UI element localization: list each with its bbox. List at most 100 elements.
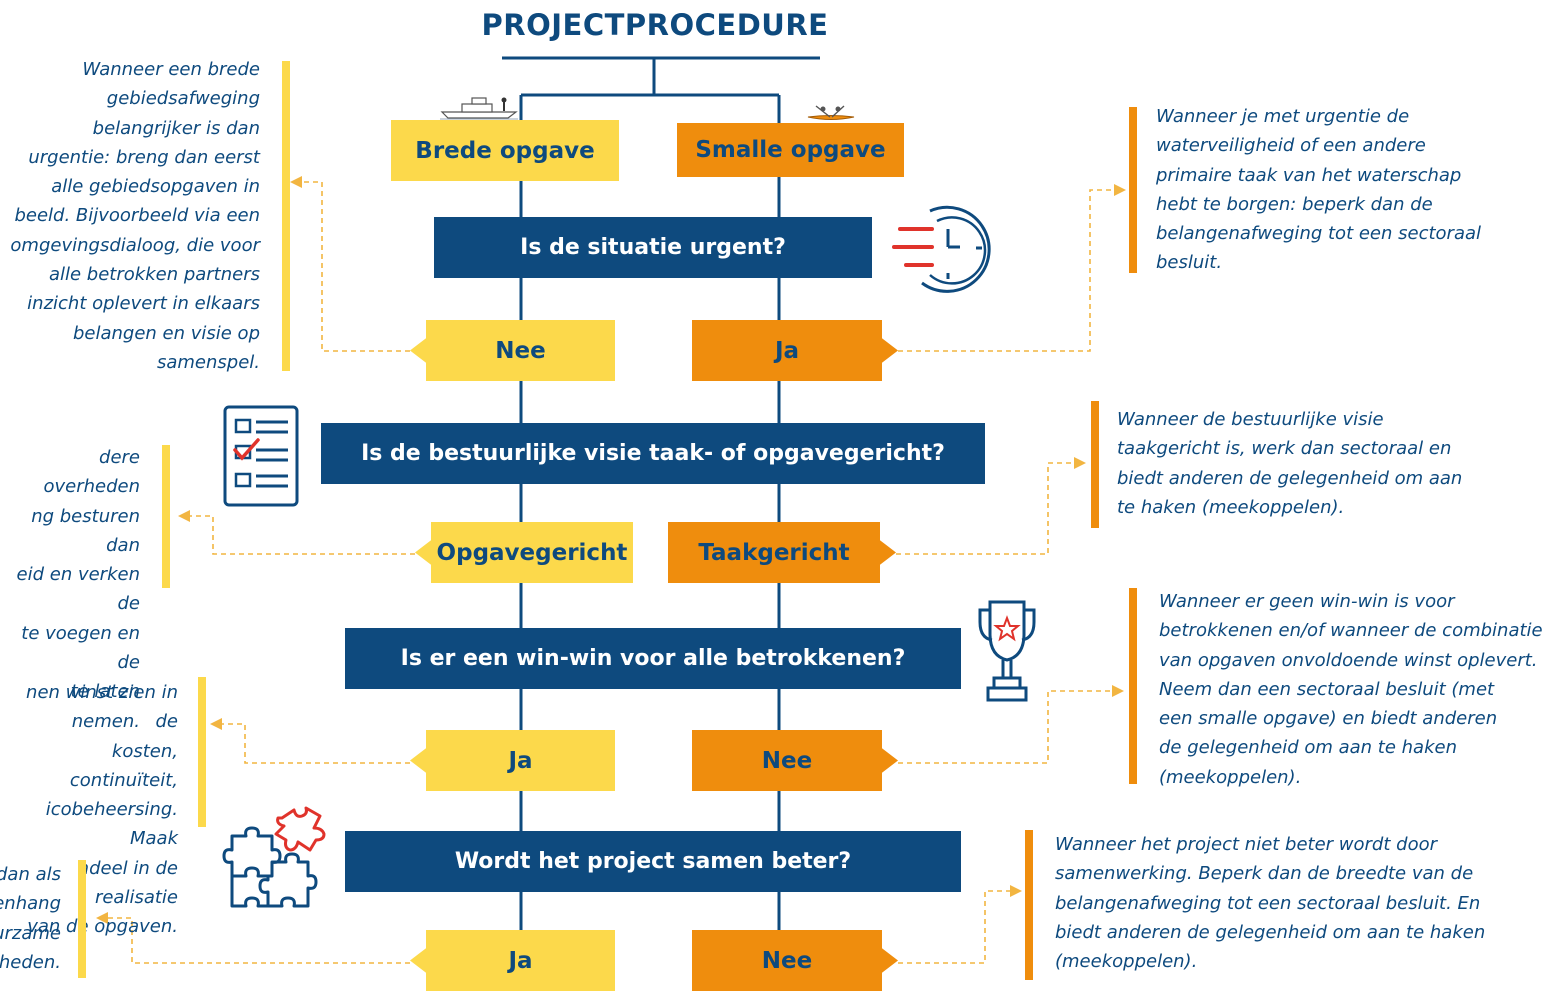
answer-taakgericht: Taakgericht: [668, 522, 896, 583]
question-samen-beter: Wordt het project samen beter?: [345, 831, 961, 892]
note-line: Wanneer de bestuurlijke visie: [1117, 409, 1384, 430]
note-right-3: Wanneer er geen win-win is voor betrokke…: [1159, 587, 1543, 792]
note-line: de gelegenheid om aan te haken: [1159, 737, 1457, 759]
question-win-win-label: Is er een win-win voor alle betrokkenen?: [400, 646, 906, 671]
note-line: ng besturen dan: [31, 505, 140, 556]
note-line: belangen en visie op: [72, 322, 260, 344]
answer-ja-4: Ja: [410, 930, 615, 991]
note-right-1: Wanneer je met urgentie de waterveilighe…: [1156, 102, 1481, 278]
answer-nee-1: Nee: [410, 320, 615, 381]
note-line: betrokkenen en/of wanneer de combinatie: [1159, 620, 1543, 642]
note-line: eid en verken de: [16, 564, 140, 615]
option-smalle-opgave: Smalle opgave: [677, 123, 904, 177]
note-line: heden.: [0, 951, 61, 973]
arrowhead-right4: [1010, 885, 1022, 897]
arrow-nee-right4: [898, 890, 1014, 964]
note-line: biedt anderen de gelegenheid om aan: [1117, 467, 1463, 489]
ship-icon: [440, 97, 518, 120]
option-brede-opgave-label: Brede opgave: [415, 137, 595, 164]
trophy-icon: [978, 600, 1036, 702]
arrow-nee-right3: [898, 690, 1116, 764]
option-brede-opgave: Brede opgave: [391, 120, 619, 181]
note-line: dan als: [0, 864, 61, 885]
arrowhead-right1: [1114, 184, 1126, 196]
note-right-4-bar: [1025, 830, 1033, 980]
answer-ja-1-label: Ja: [774, 337, 800, 364]
answer-ja-1: Ja: [692, 320, 898, 381]
note-line: ndeel in de realisatie: [77, 857, 178, 909]
answer-nee-4-label: Nee: [761, 947, 813, 974]
note-line: hebt te borgen: beperk dan de: [1156, 193, 1433, 215]
answer-ja-3-label: Ja: [508, 747, 533, 774]
kayak-icon: [807, 105, 855, 120]
note-line: te voegen en de: [21, 622, 140, 674]
arrow-taak-right2: [896, 462, 1078, 555]
note-left-2-bar: [162, 445, 170, 588]
arrowhead-right3: [1112, 685, 1124, 697]
question-samen-beter-label: Wordt het project samen beter?: [454, 849, 852, 874]
note-line: icobeheersing. Maak: [45, 799, 178, 850]
arrowhead-left4: [96, 912, 108, 924]
note-line: te haken (meekoppelen).: [1117, 496, 1345, 518]
note-left-4-bar: [78, 860, 86, 978]
note-line: alle gebiedsopgaven in: [51, 176, 260, 198]
note-right-4: Wanneer het project niet beter wordt doo…: [1055, 830, 1485, 976]
note-right-3-bar: [1129, 588, 1137, 784]
answer-opgavegericht: Opgavegericht: [415, 522, 633, 583]
note-line: inzicht oplevert in elkaars: [27, 293, 260, 315]
note-line: een smalle opgave) en biedt anderen: [1159, 708, 1498, 730]
note-line: Neem dan een sectoraal besluit (met: [1159, 678, 1495, 700]
answer-ja-3: Ja: [410, 730, 615, 791]
puzzle-icon: [222, 806, 326, 908]
note-line: enhang: [0, 893, 61, 915]
note-line: biedt anderen de gelegenheid om aan te h…: [1055, 921, 1486, 943]
arrowhead-left2: [178, 510, 190, 522]
note-left-2: dere overheden ng besturen dan eid en ve…: [0, 443, 140, 736]
note-line: beeld. Bijvoorbeeld via een: [14, 205, 260, 227]
note-line: omgevingsdialoog, die voor: [10, 234, 260, 256]
note-line: (meekoppelen).: [1159, 766, 1302, 788]
note-left-1: Wanneer een brede gebiedsafweging belang…: [10, 55, 260, 377]
note-line: kosten, continuïteit,: [69, 740, 178, 791]
arrow-ja-left4: [106, 917, 410, 964]
arrow-opgave-left2: [188, 515, 415, 555]
note-line: besluit.: [1156, 252, 1223, 274]
question-bestuurlijke-visie-label: Is de bestuurlijke visie taak- of opgave…: [361, 441, 945, 466]
note-left-4: dan als enhang urzame heden.: [0, 860, 61, 977]
checklist-icon: [223, 405, 299, 507]
note-line: alle betrokken partners: [48, 264, 260, 286]
arrow-ja-right1: [898, 189, 1118, 352]
note-line: gebiedsafweging: [106, 88, 260, 110]
note-line: belangenafweging tot een sectoraal: [1156, 223, 1482, 245]
arrowhead-left3: [210, 718, 222, 730]
note-line: (meekoppelen).: [1055, 951, 1198, 973]
note-line: samenspel.: [156, 351, 260, 373]
note-line: Wanneer er geen win-win is voor: [1159, 591, 1455, 612]
question-win-win: Is er een win-win voor alle betrokkenen?: [345, 628, 961, 689]
note-line: Wanneer het project niet beter wordt doo…: [1055, 834, 1437, 855]
note-right-2-bar: [1091, 401, 1099, 528]
page-title: PROJECTPROCEDURE: [481, 8, 829, 42]
note-right-1-bar: [1129, 107, 1137, 273]
answer-nee-3: Nee: [692, 730, 898, 791]
question-urgent: Is de situatie urgent?: [434, 217, 872, 278]
note-right-2: Wanneer de bestuurlijke visie taakgerich…: [1117, 405, 1462, 522]
answer-ja-4-label: Ja: [508, 947, 533, 974]
note-line: taakgericht is, werk dan sectoraal en: [1117, 438, 1452, 460]
note-line: belangenafweging tot een sectoraal beslu…: [1055, 892, 1481, 914]
answer-taakgericht-label: Taakgericht: [698, 539, 850, 566]
option-smalle-opgave-label: Smalle opgave: [695, 137, 886, 163]
note-line: Wanneer je met urgentie de: [1156, 106, 1410, 127]
question-urgent-label: Is de situatie urgent?: [520, 235, 786, 260]
note-line: van de opgaven.: [27, 916, 178, 938]
note-line: belangrijker is dan: [92, 117, 260, 139]
arrow-nee-left1: [298, 181, 410, 352]
answer-nee-3-label: Nee: [761, 747, 813, 774]
arrowhead-right2: [1074, 457, 1086, 469]
arrowhead-left1: [290, 176, 302, 188]
clock-icon: [892, 205, 991, 293]
answer-nee-4: Nee: [692, 930, 898, 991]
note-line: van opgaven onvoldoende winst oplevert.: [1159, 649, 1538, 671]
note-line: urgentie: breng dan eerst: [28, 146, 260, 168]
answer-opgavegericht-label: Opgavegericht: [436, 539, 628, 566]
